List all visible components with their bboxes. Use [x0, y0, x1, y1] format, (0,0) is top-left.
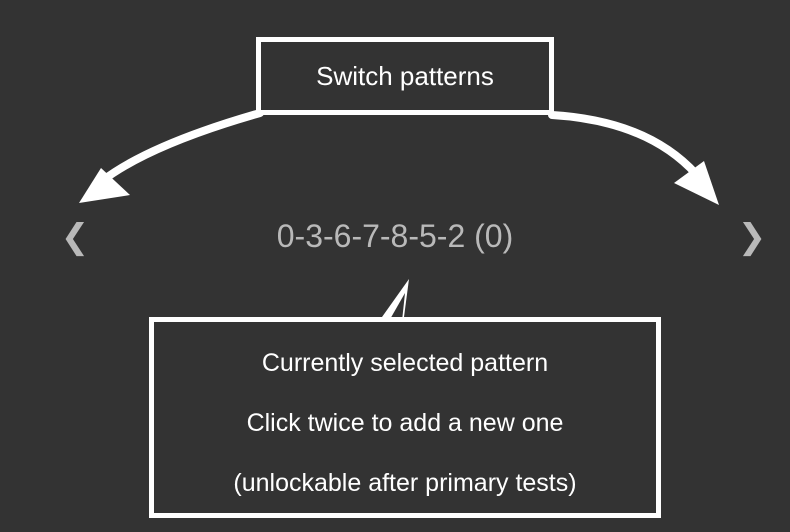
chevron-left-icon: ❮ — [60, 218, 90, 256]
switch-patterns-label: Switch patterns — [316, 61, 494, 91]
curved-arrow-left-icon — [79, 109, 264, 203]
callout-line-current-pattern: Currently selected pattern — [261, 349, 549, 377]
callout-line-add-pattern: Click twice to add a new one — [246, 409, 564, 437]
selected-pattern-button[interactable]: 0-3-6-7-8-5-2 (0) — [276, 218, 514, 254]
switch-patterns-callout: Switch patterns — [256, 37, 554, 115]
selected-pattern-callout: Currently selected pattern Click twice t… — [149, 317, 661, 518]
previous-pattern-button[interactable]: ❮ — [60, 218, 90, 256]
callout-pointer-fill — [389, 293, 405, 321]
callout-line-unlock-note: (unlockable after primary tests) — [233, 469, 577, 497]
next-pattern-button[interactable]: ❯ — [737, 218, 767, 256]
chevron-right-icon: ❯ — [737, 218, 767, 256]
curved-arrow-right-icon — [548, 111, 719, 205]
